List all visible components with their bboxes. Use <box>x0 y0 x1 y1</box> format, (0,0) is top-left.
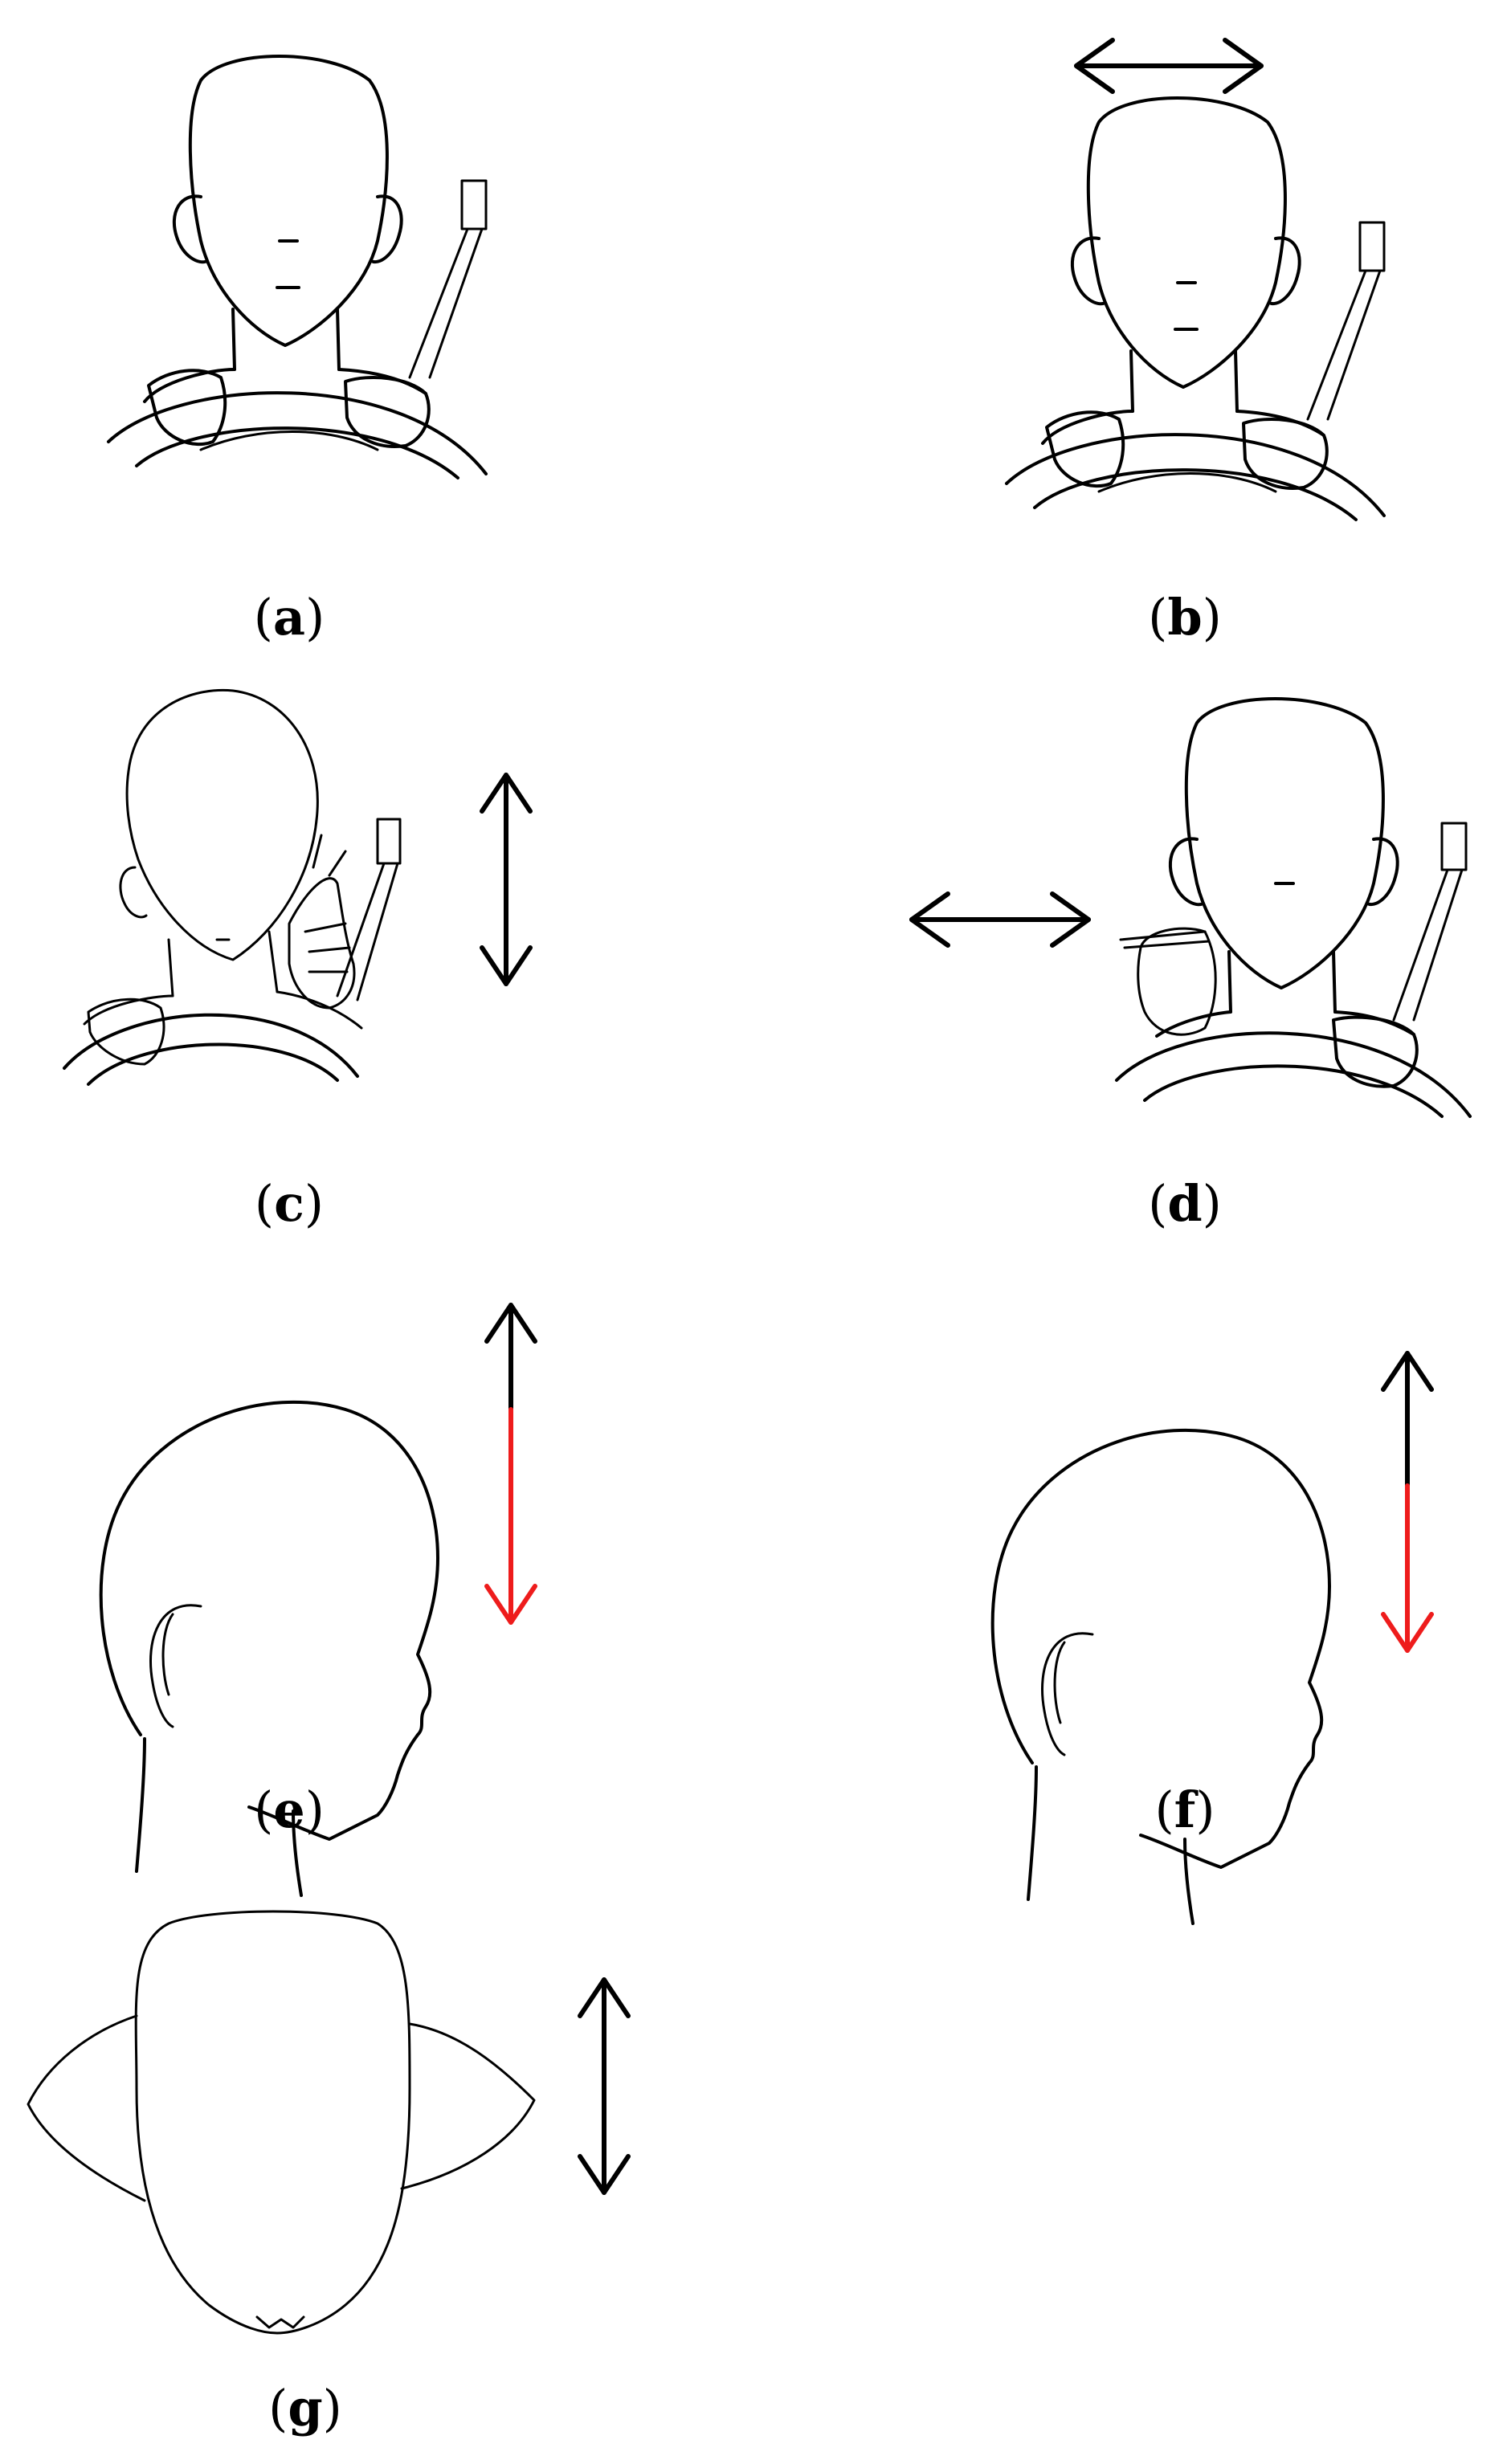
panel-g-illustration <box>27 1910 536 2335</box>
panel-g-caption: (g) <box>268 2379 342 2437</box>
panel-b-caption: (b) <box>1148 588 1222 647</box>
hand-right <box>344 376 431 448</box>
panel-f <box>990 1351 1434 1925</box>
seatbelt <box>1306 269 1382 421</box>
ear-right <box>370 194 403 264</box>
panel-c-illustration <box>63 688 402 1086</box>
phone-hand-detail <box>304 922 351 973</box>
panel-d: (d) <box>909 697 1472 1233</box>
steering-wheel <box>63 1013 359 1086</box>
neck <box>1129 349 1239 413</box>
phone-hand <box>1137 927 1217 1036</box>
head-outline <box>1086 96 1287 389</box>
vertical-double-arrow <box>578 1977 631 2195</box>
steering-wheel-inner <box>199 430 379 451</box>
head-outline <box>1184 697 1385 989</box>
panel-d-illustration <box>1115 697 1472 1118</box>
head-profile <box>99 1400 439 1841</box>
steering-wheel <box>1115 1031 1472 1118</box>
steering-wheel-inner <box>1097 472 1277 493</box>
ear-right <box>1366 837 1399 907</box>
ear-left <box>172 194 209 264</box>
vertical-arrow-black-red <box>484 1303 537 1625</box>
head-top-outline <box>134 1910 411 2335</box>
panel-g: (g) <box>27 1910 631 2437</box>
panel-f-caption: (f) <box>1154 1781 1215 1839</box>
steering-wheel <box>1005 433 1386 521</box>
panel-a: (a) <box>107 55 488 647</box>
panel-b-illustration <box>1005 96 1386 521</box>
hand-left <box>147 369 227 447</box>
seatbelt-buckle <box>460 179 488 230</box>
horizontal-double-arrow <box>1074 38 1264 94</box>
phone <box>1119 930 1211 949</box>
neck <box>1227 950 1337 1014</box>
panel-c-caption: (c) <box>255 1174 324 1233</box>
head-profile <box>990 1428 1331 1869</box>
neck-back <box>135 1737 146 1873</box>
ear-left <box>1070 236 1107 306</box>
panel-d-caption: (d) <box>1148 1174 1222 1233</box>
neck <box>231 308 341 371</box>
ear-inner <box>1053 1641 1066 1724</box>
shoulders <box>143 368 427 403</box>
seatbelt <box>1392 868 1464 1022</box>
panel-a-illustration <box>107 55 488 479</box>
vertical-double-arrow <box>480 773 533 986</box>
horizontal-double-arrow <box>909 891 1091 948</box>
seatbelt <box>336 862 399 1002</box>
hand-left <box>87 997 165 1066</box>
neck-front <box>1183 1838 1195 1925</box>
seatbelt <box>408 227 484 379</box>
panel-e-caption: (e) <box>254 1781 325 1839</box>
neck-back <box>1027 1765 1038 1901</box>
ear-inner <box>161 1613 174 1696</box>
seatbelt-buckle <box>1440 822 1468 871</box>
panel-e-illustration <box>99 1400 439 1897</box>
seatbelt-buckle <box>1358 221 1386 272</box>
hand-right <box>1242 418 1329 490</box>
panel-c: (c) <box>63 688 533 1233</box>
hand-left <box>1045 410 1125 488</box>
nose-tip <box>255 2315 305 2329</box>
panel-f-illustration <box>990 1428 1331 1925</box>
head-outline <box>188 55 389 347</box>
panel-e: (e) <box>99 1303 537 1897</box>
shoulders <box>1041 410 1325 445</box>
neck-front <box>292 1809 303 1897</box>
shoulders <box>1155 1010 1415 1038</box>
ear <box>149 1604 202 1728</box>
neck <box>167 930 279 997</box>
head-outline <box>125 688 319 961</box>
ear-right <box>1268 236 1301 306</box>
ear-left <box>1168 837 1205 907</box>
ear <box>1041 1632 1094 1756</box>
ear-left <box>119 866 148 919</box>
vertical-arrow-black-red <box>1381 1351 1434 1653</box>
shoulder-right <box>400 2022 536 2190</box>
panel-b: (b) <box>1005 38 1386 647</box>
phone-hand <box>288 834 356 1010</box>
steering-wheel <box>107 391 488 479</box>
shoulders <box>83 990 363 1030</box>
shoulder-left <box>27 2014 146 2202</box>
seatbelt-buckle <box>376 818 402 865</box>
panel-a-caption: (a) <box>254 588 325 647</box>
